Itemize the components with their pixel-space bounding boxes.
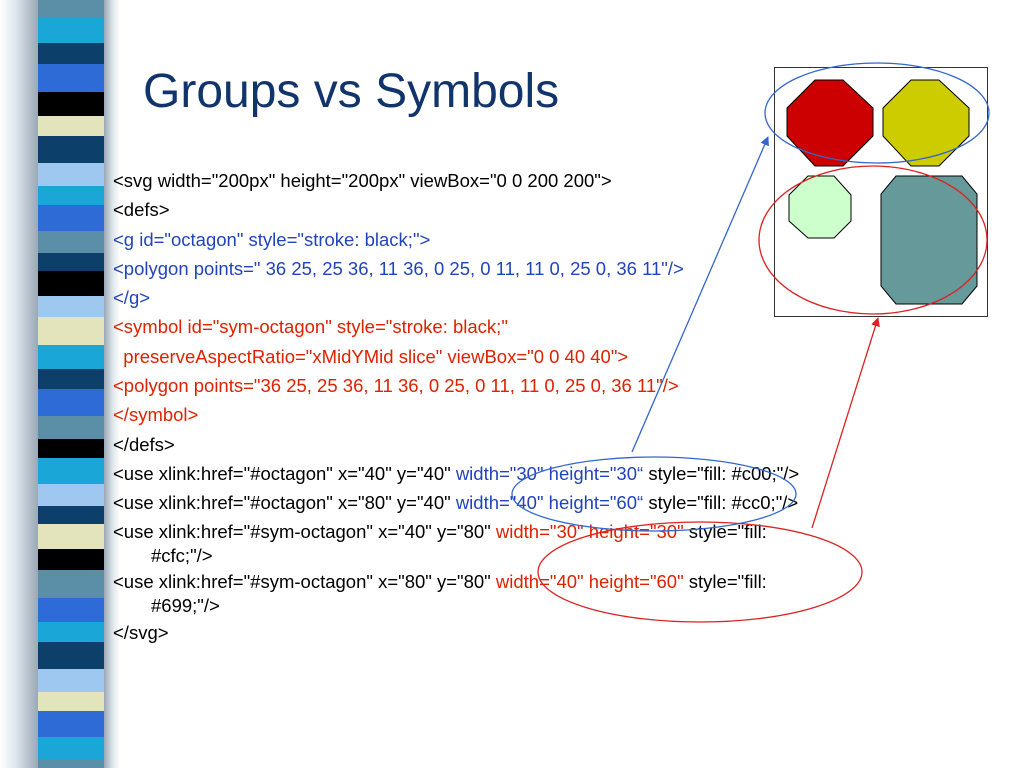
code-line: preserveAspectRatio="xMidYMid slice" vie…	[113, 342, 973, 371]
code-segment: <use xlink:href="#sym-octagon" x="80" y=…	[113, 570, 496, 592]
code-segment: style="fill: #cc0;"/>	[648, 492, 799, 514]
code-line: <use xlink:href="#octagon" x="40" y="40"…	[113, 459, 973, 488]
code-line: <use xlink:href="#sym-octagon" x="40" y=…	[113, 518, 973, 568]
sidebar-stripe	[38, 0, 104, 18]
code-segment: <g id="octagon" style="stroke: black;">	[113, 228, 431, 250]
code-line: </defs>	[113, 430, 973, 459]
sidebar-stripe	[38, 759, 104, 768]
code-segment: style="fill:	[688, 520, 767, 542]
code-segment: <use xlink:href="#octagon" x="80" y="40"	[113, 492, 456, 514]
sidebar-stripe	[38, 484, 104, 506]
sidebar-stripe	[38, 18, 104, 43]
code-segment: <svg width="200px" height="200px" viewBo…	[113, 170, 612, 191]
sidebar-stripe	[38, 549, 104, 570]
sidebar-stripe	[38, 317, 104, 345]
code-segment: </svg>	[113, 621, 169, 643]
sidebar-stripe	[38, 711, 104, 737]
code-line: <g id="octagon" style="stroke: black;">	[113, 225, 973, 254]
code-segment: </defs>	[113, 433, 175, 455]
code-line-continuation: #699;"/>	[151, 594, 220, 616]
code-segment: preserveAspectRatio="xMidYMid slice" vie…	[113, 345, 629, 367]
code-line: <symbol id="sym-octagon" style="stroke: …	[113, 312, 973, 341]
code-line: </symbol>	[113, 400, 973, 429]
sidebar-stripe	[38, 524, 104, 549]
sidebar-stripe	[38, 296, 104, 317]
code-segment: <defs>	[113, 199, 170, 221]
sidebar-stripe	[38, 506, 104, 524]
sidebar-stripe	[38, 598, 104, 622]
sidebar-stripe	[38, 369, 104, 389]
code-segment: width="30" height="30"	[495, 520, 689, 542]
sidebar-stripe	[38, 231, 104, 253]
sidebar-stripe	[38, 622, 104, 642]
sidebar-stripe	[38, 439, 104, 458]
code-segment: <use xlink:href="#sym-octagon" x="40" y=…	[113, 520, 496, 542]
code-line: <defs>	[113, 195, 973, 224]
code-segment: <symbol id="sym-octagon" style="stroke: …	[113, 316, 508, 338]
code-line: <svg width="200px" height="200px" viewBo…	[113, 166, 973, 195]
code-segment: </symbol>	[113, 404, 199, 426]
code-segment: style="fill: #c00;"/>	[648, 462, 800, 484]
code-line: </svg>	[113, 618, 973, 647]
sidebar-stripe	[38, 64, 104, 92]
sidebar-stripe	[38, 43, 104, 64]
code-segment: style="fill:	[688, 570, 767, 592]
rendered-svg-preview	[774, 67, 988, 317]
sidebar-stripe	[38, 92, 104, 116]
slide-title: Groups vs Symbols	[143, 65, 560, 118]
code-line: </g>	[113, 283, 973, 312]
sidebar-edge-shade	[104, 0, 120, 768]
code-segment: <polygon points="36 25, 25 36, 11 36, 0 …	[113, 375, 679, 397]
code-line: <use xlink:href="#octagon" x="80" y="40"…	[113, 488, 973, 517]
decorative-stripe-sidebar	[0, 0, 120, 768]
code-segment: <polygon points=" 36 25, 25 36, 11 36, 0…	[113, 257, 684, 279]
sidebar-stripe	[38, 116, 104, 136]
sidebar-stripe	[38, 737, 104, 759]
sidebar-stripe	[38, 669, 104, 692]
code-segment: width="40" height="60"	[495, 570, 689, 592]
sidebar-stripe	[38, 345, 104, 369]
sidebar-stripe	[38, 271, 104, 296]
sidebar-stripe	[38, 570, 104, 598]
code-segment: width="40" height="60“	[455, 492, 649, 514]
yellow-octagon	[882, 79, 970, 167]
sidebar-stripe	[38, 163, 104, 186]
sidebar-stripe	[38, 136, 104, 163]
sidebar-stripe	[38, 416, 104, 439]
code-segment: width="30" height="30“	[455, 462, 649, 484]
teal-octagon	[880, 175, 978, 305]
sidebar-stripe	[38, 253, 104, 271]
code-line: <polygon points="36 25, 25 36, 11 36, 0 …	[113, 371, 973, 400]
code-segment: </g>	[113, 287, 151, 309]
sidebar-stripes	[38, 0, 104, 768]
code-line-continuation: #cfc;"/>	[151, 544, 213, 566]
light-green-octagon	[788, 175, 852, 239]
sidebar-stripe	[38, 205, 104, 231]
code-line: <use xlink:href="#sym-octagon" x="80" y=…	[113, 568, 973, 618]
red-octagon	[786, 79, 874, 167]
sidebar-stripe	[38, 692, 104, 711]
sidebar-stripe	[38, 186, 104, 205]
sidebar-stripe	[38, 458, 104, 484]
sidebar-shade	[0, 0, 38, 768]
sidebar-stripe	[38, 642, 104, 669]
code-segment: <use xlink:href="#octagon" x="40" y="40"	[113, 462, 456, 484]
sidebar-stripe	[38, 389, 104, 416]
